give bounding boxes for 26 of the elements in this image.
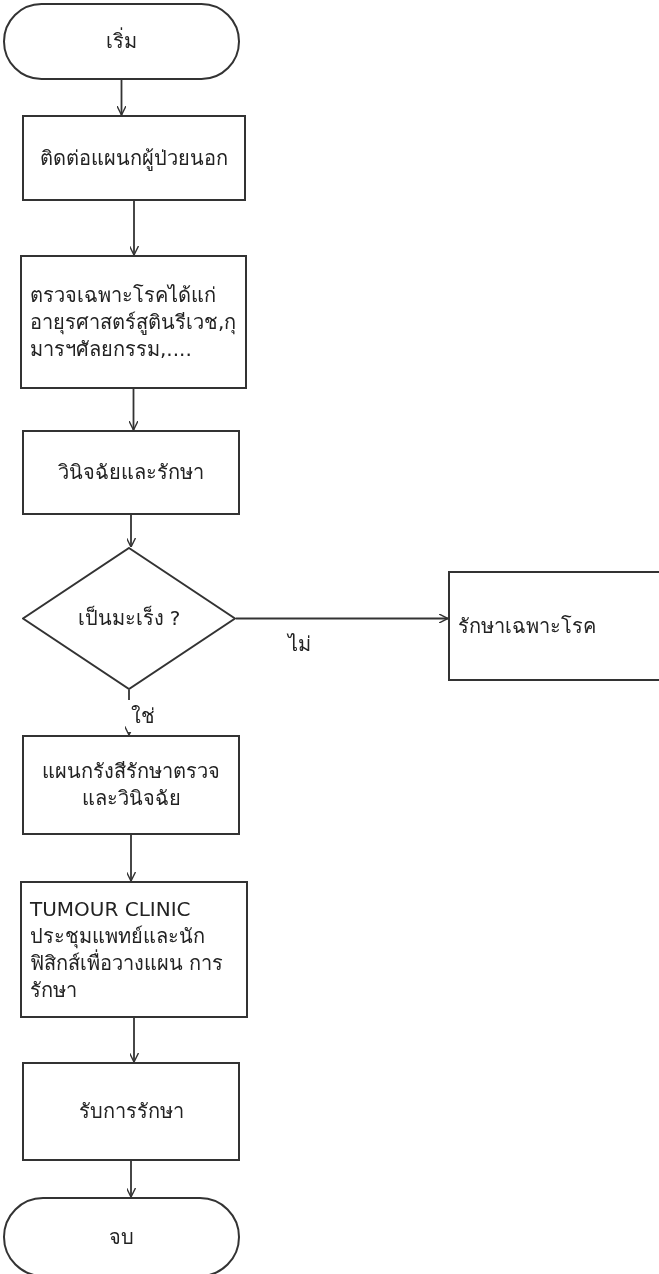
process-box: [20, 255, 247, 389]
arrow: [235, 613, 449, 624]
node-text: วินิจฉัยและรักษา: [57, 459, 205, 486]
process-box: [22, 735, 240, 835]
node-text: แผนกรังสีรักษาตรวจและวินิจฉัย: [41, 758, 221, 812]
node-text: รักษาเฉพาะโรค: [457, 612, 597, 640]
node-text: TUMOUR CLINIC ประชุมแพทย์และนักฟิสิกส์เพื่อวางแผน การรักษา: [29, 895, 225, 1004]
process-box: [22, 430, 240, 515]
arrow: [128, 200, 140, 256]
arrow: [116, 79, 127, 116]
arrow: [128, 388, 139, 431]
arrow: [128, 1017, 140, 1063]
arrow: [125, 1160, 137, 1198]
arrow: [125, 834, 137, 882]
node-text: รับการรักษา: [77, 1098, 185, 1125]
process-box: [448, 571, 659, 681]
node-text: เริ่ม: [105, 26, 138, 55]
decision-diamond: [22, 547, 236, 690]
process-box: [22, 1062, 240, 1161]
node-text: จบ: [108, 1223, 135, 1251]
process-box: [22, 115, 246, 201]
node-text: ติดต่อแผนกผู้ป่วยนอก: [39, 144, 229, 173]
node-text: เป็นมะเร็ง ?: [76, 604, 182, 632]
node-text: ตรวจเฉพาะโรคได้แก่อายุรศาสตร์สูตินรีเวช,กุมารฯศัลยกรรม,....: [29, 281, 238, 363]
process-box: [20, 881, 248, 1018]
arrow: [125, 514, 137, 548]
